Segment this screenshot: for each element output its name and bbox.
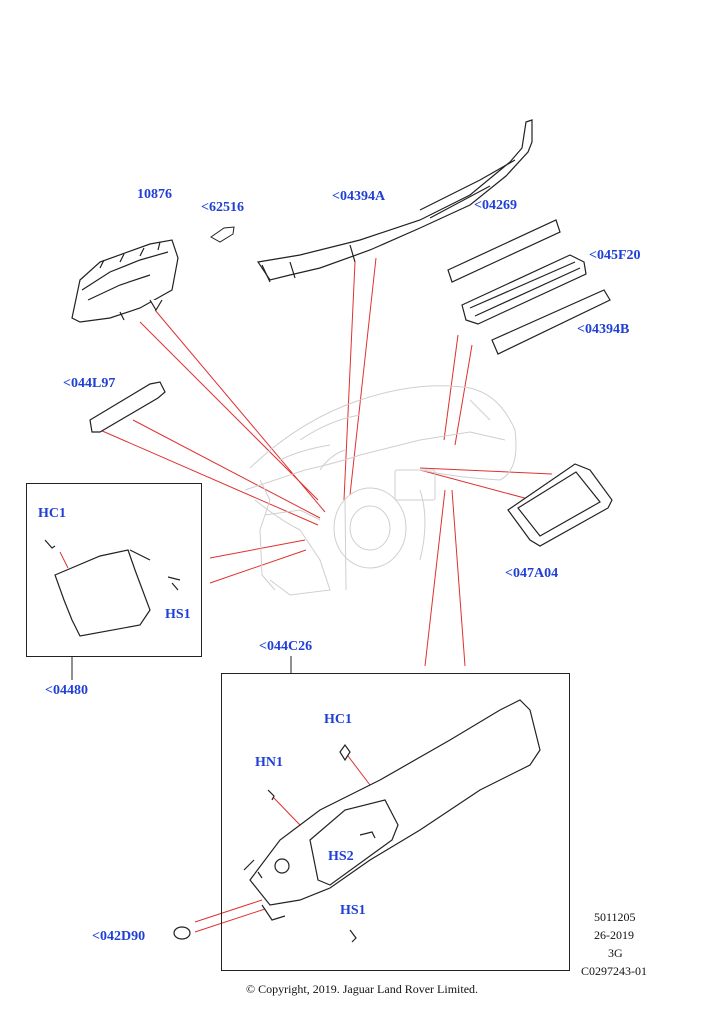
fastener-label-inset-hs2[interactable]: HS2 (328, 849, 354, 864)
fastener-label-inset-hc1[interactable]: HC1 (324, 712, 352, 727)
part-label-044L97[interactable]: <044L97 (63, 376, 116, 391)
left-inset-box (26, 483, 202, 657)
ref-illustration-id: C0297243-01 (581, 964, 647, 978)
ref-code: 3G (608, 946, 623, 960)
part-label-04394B[interactable]: <04394B (577, 322, 630, 337)
part-label-045F20[interactable]: <045F20 (589, 248, 641, 263)
crossbeam-part (256, 119, 533, 283)
clip-62516 (210, 226, 235, 243)
leader-lines (59, 257, 553, 933)
ref-number: 5011205 (594, 910, 636, 924)
dashboard-illustration (244, 385, 517, 596)
part-label-044C26[interactable]: <044C26 (259, 639, 313, 654)
bracket-045F20 (461, 254, 587, 325)
part-label-047A04[interactable]: <047A04 (505, 566, 559, 581)
part-label-042D90[interactable]: <042D90 (92, 929, 146, 944)
trim-strip-04269 (447, 219, 561, 283)
fastener-label-left-hs1[interactable]: HS1 (165, 607, 191, 622)
pillar-trim-044L97 (89, 381, 166, 433)
bottom-inset-box (221, 673, 570, 971)
part-label-04394A[interactable]: <04394A (332, 189, 386, 204)
copyright-notice: © Copyright, 2019. Jaguar Land Rover Lim… (245, 982, 479, 996)
trim-strip-04394B (491, 289, 611, 355)
part-label-62516[interactable]: <62516 (201, 200, 244, 215)
ref-date: 26-2019 (594, 928, 634, 942)
display-screen-047A04 (507, 463, 613, 547)
fastener-label-inset-hn1[interactable]: HN1 (255, 755, 283, 770)
part-label-04269[interactable]: <04269 (474, 198, 517, 213)
part-label-10876[interactable]: 10876 (137, 187, 172, 202)
part-label-04480[interactable]: <04480 (45, 683, 88, 698)
instrument-cluster-part (71, 239, 179, 323)
fastener-label-left-hc1[interactable]: HC1 (38, 506, 66, 521)
fastener-label-inset-hs1[interactable]: HS1 (340, 903, 366, 918)
left-inset-illustration (44, 539, 181, 637)
bottom-inset-illustration (173, 699, 541, 943)
